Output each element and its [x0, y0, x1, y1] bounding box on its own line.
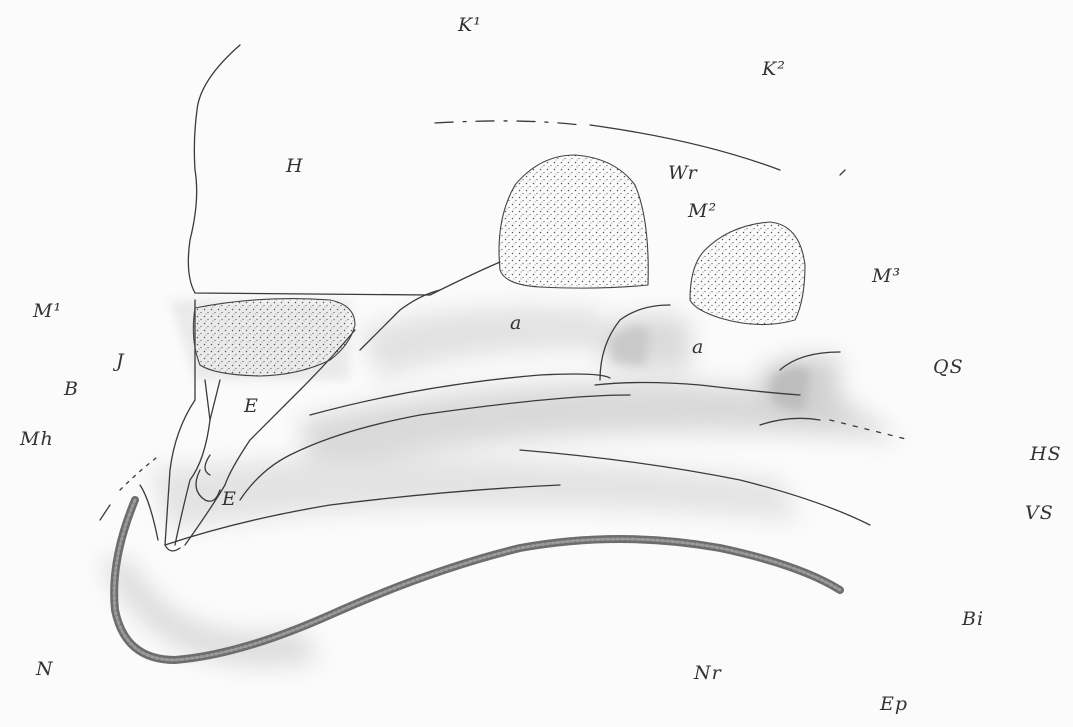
k-short-mark: [840, 170, 845, 175]
label-nr: Nr: [694, 662, 722, 684]
label-hs: HS: [1030, 443, 1062, 465]
label-m2: M²: [688, 200, 717, 222]
label-h: H: [286, 155, 304, 177]
label-wr: Wr: [668, 162, 698, 184]
label-a1: a: [510, 312, 522, 334]
m2-mass: [499, 155, 648, 288]
label-mh: Mh: [20, 428, 54, 450]
label-b: B: [64, 378, 79, 400]
e-upper-contour: [210, 380, 220, 420]
label-n: N: [36, 658, 54, 680]
label-k2: K²: [762, 58, 786, 80]
label-bi: Bi: [962, 608, 984, 630]
mh-short-mark: [100, 505, 110, 520]
m3-mass: [690, 222, 805, 325]
mh-dash-2: [140, 485, 158, 540]
label-vs: VS: [1025, 502, 1054, 524]
label-k1: K¹: [458, 14, 482, 36]
label-a2: a: [692, 336, 704, 358]
label-m1: M¹: [33, 300, 62, 322]
h-outline: [188, 45, 430, 295]
label-j: J: [116, 350, 125, 372]
label-ep: Ep: [880, 693, 908, 715]
label-e1: E: [244, 395, 259, 417]
label-e2: E: [222, 488, 237, 510]
label-m3: M³: [872, 265, 901, 287]
label-qs: QS: [933, 356, 964, 378]
k-dashed-line: [435, 121, 580, 125]
